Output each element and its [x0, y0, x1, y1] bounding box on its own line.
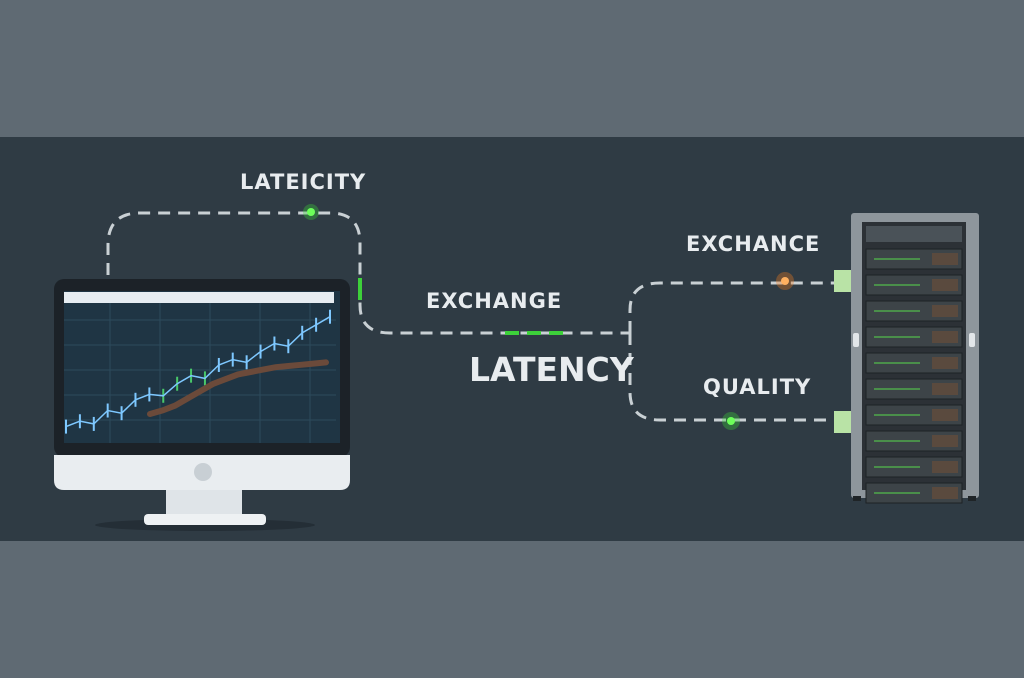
rack-units: [865, 248, 963, 504]
desktop-monitor-icon: [54, 279, 350, 531]
server-unit-3: [865, 326, 963, 348]
server-unit-9: [865, 482, 963, 504]
monitor-stand-base: [144, 514, 266, 525]
label-center-upper: EXCHANGE: [426, 289, 563, 313]
rack-connector-lower: [834, 411, 852, 433]
server-rack-icon: [834, 213, 979, 504]
label-right-upper: EXCHANCE: [686, 232, 821, 256]
signal-indicators: [303, 204, 794, 430]
connection-path-right-lower: [628, 333, 835, 422]
server-unit-4: [865, 352, 963, 374]
green-signal-dot-lower-core: [727, 417, 735, 425]
rack-connector-upper: [834, 270, 852, 292]
rack-foot-right: [968, 496, 976, 501]
screen-chart: [65, 309, 331, 434]
screen-grid: [64, 303, 336, 443]
chart-series-secondary: [147, 359, 329, 417]
label-right-lower: QUALITY: [703, 375, 812, 399]
server-unit-0: [865, 248, 963, 270]
green-signal-dot-top-core: [307, 208, 315, 216]
rack-handle-left: [853, 333, 859, 347]
server-unit-5: [865, 378, 963, 400]
server-unit-6: [865, 404, 963, 426]
rack-top-panel: [866, 226, 962, 242]
server-unit-2: [865, 300, 963, 322]
orange-signal-dot-core: [781, 277, 789, 285]
monitor-stand-neck: [166, 490, 242, 516]
server-unit-7: [865, 430, 963, 452]
label-center-main: LATENCY: [469, 350, 634, 389]
connection-path-right-upper: [628, 281, 835, 333]
connection-lines: [106, 211, 835, 422]
rack-foot-left: [853, 496, 861, 501]
chart-series-main: [65, 316, 331, 428]
server-unit-8: [865, 456, 963, 478]
label-top-left: LATEICITY: [240, 170, 367, 194]
connection-path-top: [106, 211, 630, 335]
rack-handle-right: [969, 333, 975, 347]
monitor-logo: [194, 463, 212, 481]
server-unit-1: [865, 274, 963, 296]
screen-toolbar: [64, 292, 334, 303]
